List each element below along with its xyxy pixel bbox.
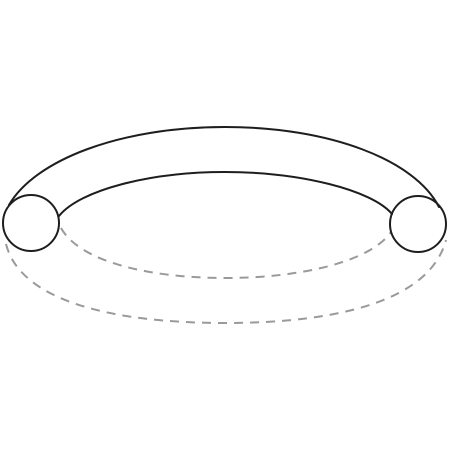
torus-inner-arc bbox=[58, 170, 393, 217]
torus-left-cross-section bbox=[2, 194, 60, 252]
torus-right-cross-section bbox=[389, 195, 447, 253]
torus-outer-arc bbox=[8, 125, 440, 208]
torus-hidden-inner-arc bbox=[60, 227, 392, 280]
torus-hidden-outer-arc bbox=[5, 239, 447, 325]
